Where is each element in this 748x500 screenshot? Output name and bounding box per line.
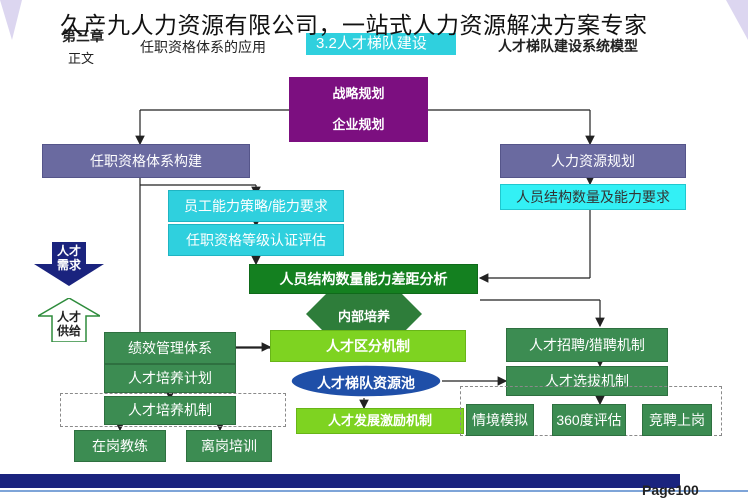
enterprise-label: 企业规划: [332, 116, 385, 132]
section-tab[interactable]: 3.2人才梯队建设: [306, 33, 456, 55]
talent-pool-ellipse: 人才梯队资源池: [290, 364, 442, 398]
performance-box: 绩效管理体系: [104, 332, 236, 364]
talent-zone-box: 人才区分机制: [270, 330, 466, 362]
gap-analysis-box: 人员结构数量能力差距分析: [249, 264, 478, 294]
training-mechanism-dashed-frame: [60, 393, 286, 427]
footer-thin-line: [0, 490, 748, 492]
left-decor-triangle: [0, 0, 22, 40]
internal-training-hexagon: 内部培养: [306, 294, 422, 334]
watermark-text: 久产九人力资源有限公司，一站式人力资源解决方案专家: [60, 12, 648, 38]
situational-box: 情境模拟: [466, 404, 534, 436]
onjob-box: 在岗教练: [74, 430, 166, 462]
footer-bar: [0, 474, 680, 488]
internal-training-label: 内部培养: [337, 309, 390, 324]
selection-box: 人才选拔机制: [506, 366, 668, 396]
training-mechanism-box: 人才培养机制: [104, 396, 236, 425]
offjob-box: 离岗培训: [186, 430, 272, 462]
qualification-system-box: 任职资格体系构建: [42, 144, 250, 178]
hr-planning-box: 人力资源规划: [500, 144, 686, 178]
talent-pool-label: 人才梯队资源池: [317, 375, 415, 391]
section-left-title: 任职资格体系的应用: [140, 39, 266, 55]
supply-arrow: 人才 供给: [35, 297, 103, 343]
recruitment-box: 人才招聘/猎聘机制: [506, 328, 668, 362]
training-plan-box: 人才培养计划: [104, 364, 236, 393]
certification-box: 任职资格等级认证评估: [168, 224, 344, 256]
strategy-enterprise-block: 战略规划 企业规划: [289, 77, 428, 142]
demand-arrow: 人才 需求: [34, 242, 104, 286]
supply-label: 人才 供给: [56, 310, 81, 338]
strategy-label: 战略规划: [332, 85, 385, 101]
competition-box: 竞聘上岗: [642, 404, 712, 436]
page-number: Page100: [642, 482, 699, 498]
chapter-block: 第三章 正文: [50, 18, 120, 66]
demand-label: 人才 需求: [56, 244, 81, 272]
chapter-title: 第三章: [62, 28, 104, 44]
section-right-title: 人才梯队建设系统模型: [498, 38, 638, 54]
feedback360-box: 360度评估: [552, 404, 626, 436]
structure-quantity-box: 人员结构数量及能力要求: [500, 184, 686, 210]
competency-box: 员工能力策略/能力要求: [168, 190, 344, 222]
incentive-box: 人才发展激励机制: [296, 408, 464, 434]
page-value: 100: [675, 482, 699, 498]
page-label: Page: [642, 482, 676, 498]
chapter-subtitle: 正文: [68, 51, 95, 66]
right-decor-triangle: [726, 0, 748, 40]
